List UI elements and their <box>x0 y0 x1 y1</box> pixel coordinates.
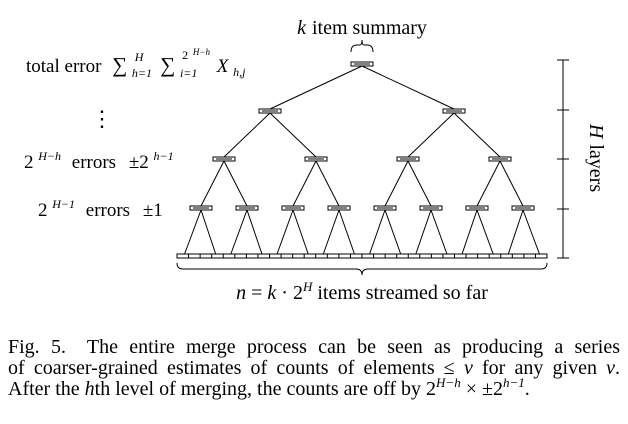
layers-bracket <box>557 59 569 259</box>
tree-edge <box>292 209 309 255</box>
tree-edge <box>522 209 540 255</box>
tree-edge <box>292 160 317 207</box>
tree-edge <box>315 160 340 207</box>
caption-line-3: After the hth level of merging, the coun… <box>8 375 530 400</box>
vertical-ellipsis: ⋮ <box>91 106 113 131</box>
figure-caption: Fig. 5. The entire merge process can be … <box>8 337 620 400</box>
tree-edge <box>322 209 340 255</box>
merge-tree <box>176 61 548 259</box>
tree-edge <box>338 209 355 255</box>
tree-edge <box>415 209 432 255</box>
bottom-layer-error-label: 2 H−1 errors ±1 <box>38 192 163 221</box>
tree-edge <box>407 112 455 158</box>
tree-edge <box>430 209 448 255</box>
tree-edge <box>230 209 248 255</box>
top-brace <box>350 39 374 53</box>
caption-line-1: Fig. 5. The entire merge process can be … <box>8 336 621 358</box>
tree-edge <box>476 160 501 207</box>
tree-edge <box>246 209 263 255</box>
tree-edge <box>476 209 494 255</box>
tree-edge <box>461 209 478 255</box>
tree-edge <box>184 209 202 255</box>
h-layers-label: Hlayers <box>585 123 607 192</box>
tree-edge <box>223 112 271 158</box>
tree-edge <box>453 112 501 158</box>
tree-edge <box>269 65 363 110</box>
tree-edge <box>276 209 294 255</box>
items-streamed-label: n = k · 2H items streamed so far <box>236 279 488 304</box>
tree-edge <box>407 160 432 207</box>
tree-edge <box>507 209 524 255</box>
tree-edge <box>269 112 317 158</box>
figure-number: Fig. 5. <box>8 336 66 358</box>
caption-line-2: of coarser-grained estimates of counts o… <box>8 357 620 379</box>
tree-edge <box>200 209 217 255</box>
mid-layer-error-label: 2 H−h errors ±2 h−1 <box>24 144 174 173</box>
tree-edge <box>499 160 524 207</box>
tree-edge <box>384 160 409 207</box>
tree-edge <box>384 209 402 255</box>
tree-edge <box>369 209 386 255</box>
total-error-label: total error ∑ h=1 H ∑ i=1 2 H−h X h,j <box>26 39 246 82</box>
tree-edge <box>200 160 225 207</box>
tree-edge <box>361 65 455 110</box>
bottom-brace <box>176 262 548 276</box>
tree-edge <box>223 160 248 207</box>
